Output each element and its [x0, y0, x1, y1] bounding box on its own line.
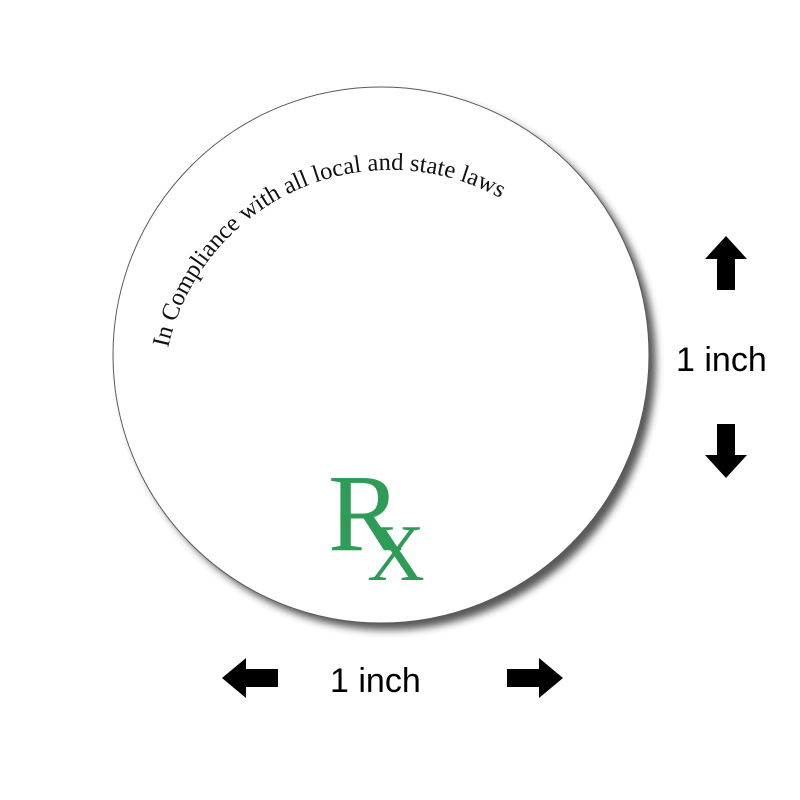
arrow-left-icon — [222, 658, 278, 698]
rx-symbol-r: R — [328, 452, 402, 574]
height-dimension-label: 1 inch — [676, 341, 767, 379]
rx-symbol-x: X — [367, 510, 425, 598]
sticker-face — [112, 86, 650, 624]
arrow-down-icon — [705, 424, 747, 478]
width-dimension-label: 1 inch — [330, 662, 421, 700]
arrow-right-icon — [507, 658, 563, 698]
arrow-up-icon — [705, 236, 747, 290]
